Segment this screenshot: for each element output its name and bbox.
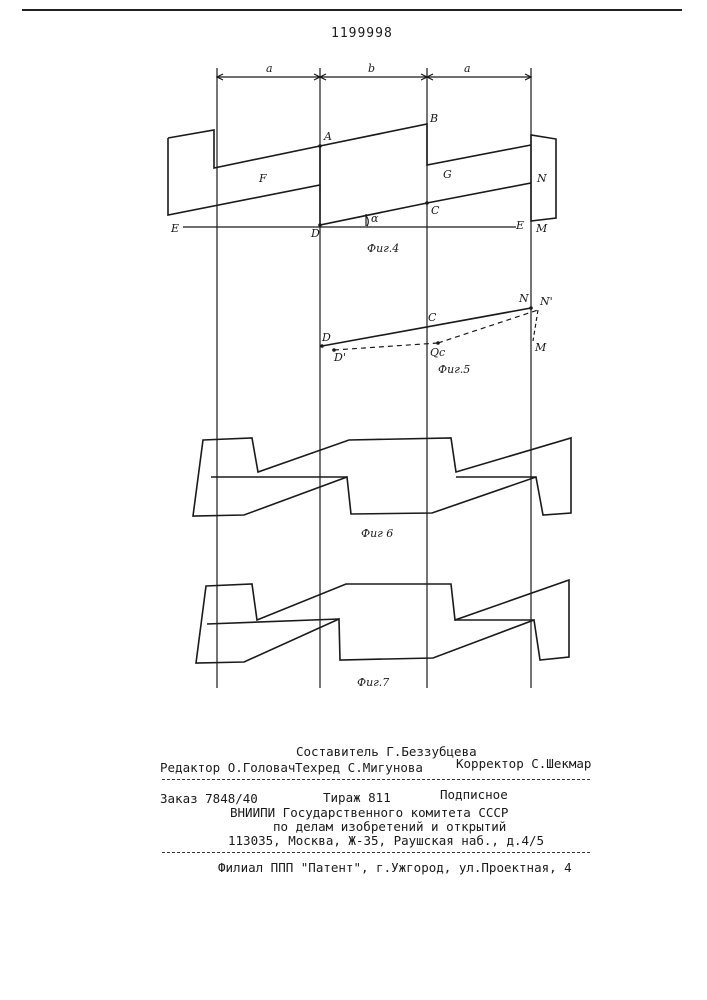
imprint-rule-bottom [162,852,590,853]
point-c-dot [425,201,429,205]
fig7-caption: Фиг.7 [357,676,389,689]
fig7-inner-1 [207,619,339,624]
fig5-label-d: D [321,331,331,344]
imprint-subscription: Подписное [440,787,508,802]
fig5-point-n-dot [529,306,533,310]
dim-label-a2: a [464,62,471,75]
fig4-caption: Фиг.4 [367,242,399,255]
imprint-branch: Филиал ППП "Патент", г.Ужгород, ул.Проек… [218,860,572,875]
fig5-line-qc-nprime [438,310,538,343]
fig4-label-m: M [535,222,548,235]
fig4-label-d: D [310,227,320,240]
fig5-label-qc: Qc [430,346,445,359]
imprint-org-line1: ВНИИПИ Государственного комитета СССР [230,805,508,820]
fig4-label-a: A [323,130,332,143]
fig5-label-n: N [518,292,529,305]
imprint-editor: Редактор О.Головач [160,760,295,775]
imprint-org-line2: по делам изобретений и открытий [273,819,506,834]
imprint-compiler: Составитель Г.Беззубцева [296,744,477,759]
fig5-caption: Фиг.5 [438,363,470,376]
fig5-line-nprime-m [533,310,538,341]
fig4-label-f: F [258,172,267,185]
imprint-corrector: Корректор С.Шекмар [456,756,591,771]
fig6-caption: Фиг 6 [361,527,393,540]
dim-label-a1: a [266,62,273,75]
imprint-techred: Техред С.Мигунова [295,760,423,775]
fig4-label-e-left: E [170,222,179,235]
imprint-order: Заказ 7848/40 [160,791,258,806]
imprint-rule-top [162,779,590,780]
fig4-label-alpha: α [371,212,379,225]
fig5-label-c: C [428,311,437,324]
fig4-label-c: C [431,204,440,217]
fig4-label-g: G [443,168,452,181]
fig4-label-n: N [536,172,547,185]
fig4-profile [168,124,556,225]
fig5-label-dprime: D' [333,351,346,364]
fig5-label-m: M [534,341,547,354]
fig4-label-e-right: E [515,219,524,232]
dim-label-b: b [368,62,375,75]
point-a-dot [318,144,322,148]
imprint-circulation: Тираж 811 [323,790,391,805]
fig5-line-dprime-qc [334,343,438,350]
fig5-point-qc-dot [436,341,440,345]
fig5-point-d-dot [320,344,324,348]
imprint-address: 113035, Москва, Ж-35, Раушская наб., д.4… [228,833,544,848]
fig5-label-nprime: N' [539,295,553,308]
fig4-label-b: B [429,112,438,125]
